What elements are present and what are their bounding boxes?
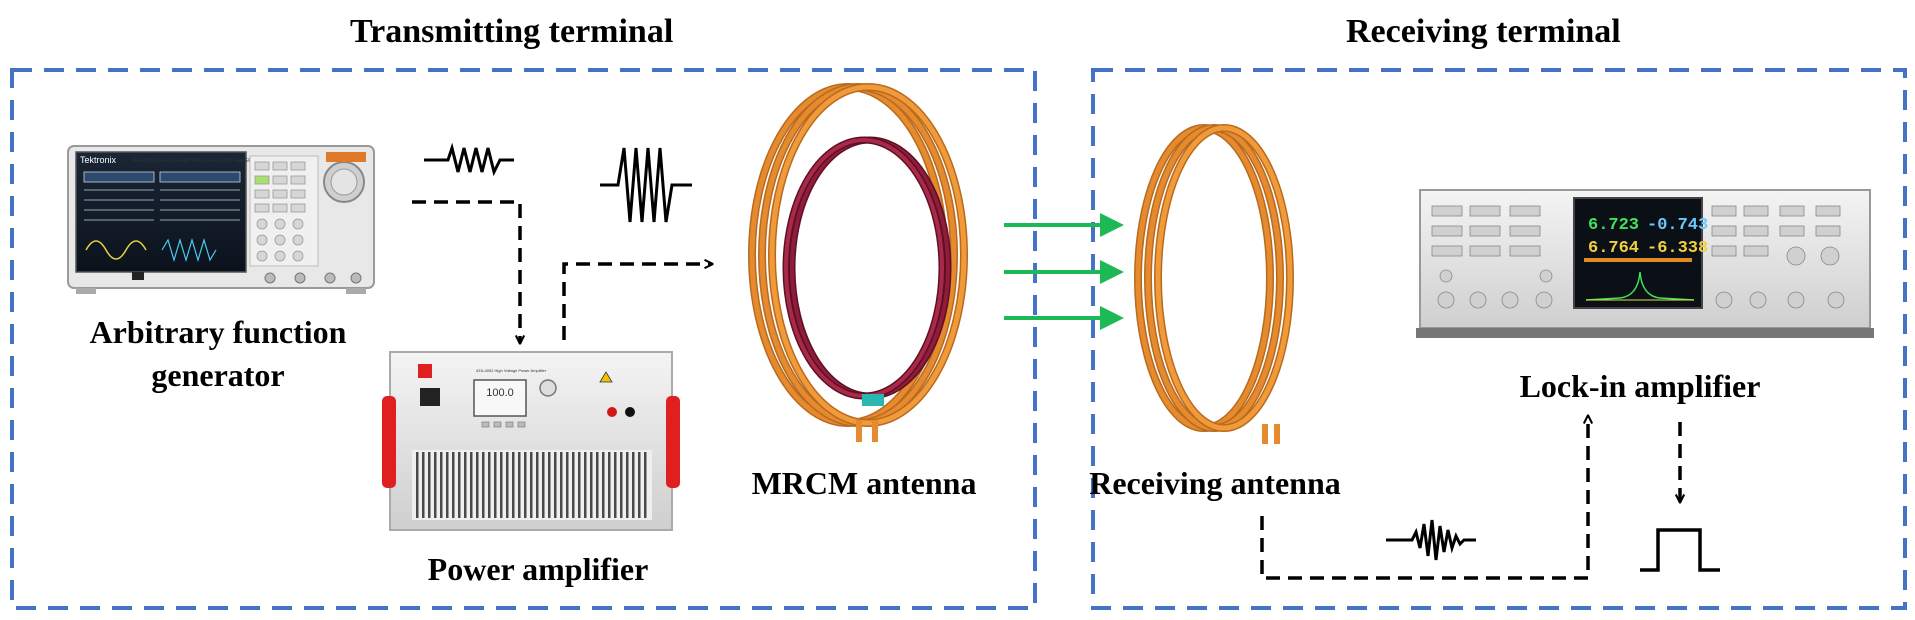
amp-vent-slot [482, 452, 485, 518]
amp-vent-slot [572, 452, 575, 518]
arbitrary-function-generator: Tektronix AFG31000 SERIES ARBITRARY FUNC… [67, 145, 375, 294]
lockin-readout-1: 6.723 [1588, 216, 1639, 235]
amp-vents [416, 452, 647, 518]
afg-keypad [254, 161, 306, 262]
afg-label-line2: generator [151, 357, 284, 393]
amp-vent-slot [536, 452, 539, 518]
transmission-arrows [1004, 213, 1124, 330]
amp-vent-slot [614, 452, 617, 518]
amp-vent-slot [494, 452, 497, 518]
receiving-terminal-title: Receiving terminal [1346, 13, 1621, 50]
received-noisy-waveform [1386, 519, 1476, 561]
amp-vent-slot [458, 452, 461, 518]
amp-vent-slot [626, 452, 629, 518]
transmitting-terminal-title: Transmitting terminal [350, 13, 673, 50]
lockin-readout-3: 6.764 [1588, 239, 1639, 258]
amp-vent-slot [584, 452, 587, 518]
amp-model: ATA-4052 High Voltage Power Amplifier [476, 368, 547, 373]
lockin-controls-right [1711, 205, 1845, 309]
afg-model: AFG31000 SERIES ARBITRARY FUNCTION GENER… [132, 158, 266, 164]
mrcm-antenna-label: MRCM antenna [752, 465, 977, 501]
amp-vent-slot [422, 452, 425, 518]
amp-vent-slot [578, 452, 581, 518]
power-amplifier-label: Power amplifier [428, 551, 649, 587]
amp-vent-slot [590, 452, 593, 518]
amp-vent-slot [620, 452, 623, 518]
transmitting-frame [10, 68, 1037, 610]
lockin-controls-left [1431, 205, 1553, 309]
lockin-readout-4: -6.338 [1647, 239, 1708, 258]
amplified-burst-waveform [600, 147, 692, 223]
amp-vent-slot [632, 452, 635, 518]
receiving-antenna-label: Receiving antenna [1089, 465, 1341, 501]
amp-vent-slot [464, 452, 467, 518]
amp-vent-slot [476, 452, 479, 518]
amp-vent-slot [554, 452, 557, 518]
afg-screen-content [83, 171, 241, 263]
amp-vent-slot [470, 452, 473, 518]
amp-vent-slot [518, 452, 521, 518]
amp-vent-slot [596, 452, 599, 518]
amp-vent-slot [548, 452, 551, 518]
amp-vent-slot [602, 452, 605, 518]
amp-vent-slot [446, 452, 449, 518]
amp-vent-slot [512, 452, 515, 518]
amp-vent-slot [506, 452, 509, 518]
amp-vent-slot [452, 452, 455, 518]
amp-vent-slot [488, 452, 491, 518]
amp-vent-slot [428, 452, 431, 518]
afg-to-amp-arrow [412, 200, 520, 343]
amp-vent-slot [542, 452, 545, 518]
afg-brand: Tektronix [80, 155, 117, 165]
amp-vent-slot [524, 452, 527, 518]
afg-label-line1: Arbitrary function [90, 314, 347, 350]
lockin-readout-2: -0.743 [1647, 216, 1708, 235]
amp-vent-slot [608, 452, 611, 518]
amp-vent-slot [530, 452, 533, 518]
amp-vent-slot [434, 452, 437, 518]
receiving-frame [1091, 68, 1907, 610]
amp-vent-slot [644, 452, 647, 518]
amp-vent-slot [566, 452, 569, 518]
output-pulse-waveform [1640, 528, 1720, 572]
amp-to-mrcm-arrow [562, 264, 712, 340]
lockin-spectrum [1585, 271, 1695, 301]
amp-vent-slot [638, 452, 641, 518]
amp-vent-slot [440, 452, 443, 518]
lock-in-amplifier-label: Lock-in amplifier [1520, 368, 1761, 404]
amp-vent-slot [416, 452, 419, 518]
antenna-to-lockin-arrow [1260, 416, 1588, 580]
mrcm-antenna [748, 83, 968, 442]
receiving-antenna [1134, 124, 1294, 444]
input-burst-waveform [424, 142, 514, 177]
lock-in-amplifier: 6.723 -0.743 6.764 -6.338 [1416, 189, 1874, 338]
amp-vent-slot [560, 452, 563, 518]
amp-display-value: 100.0 [486, 387, 514, 399]
amp-vent-slot [500, 452, 503, 518]
